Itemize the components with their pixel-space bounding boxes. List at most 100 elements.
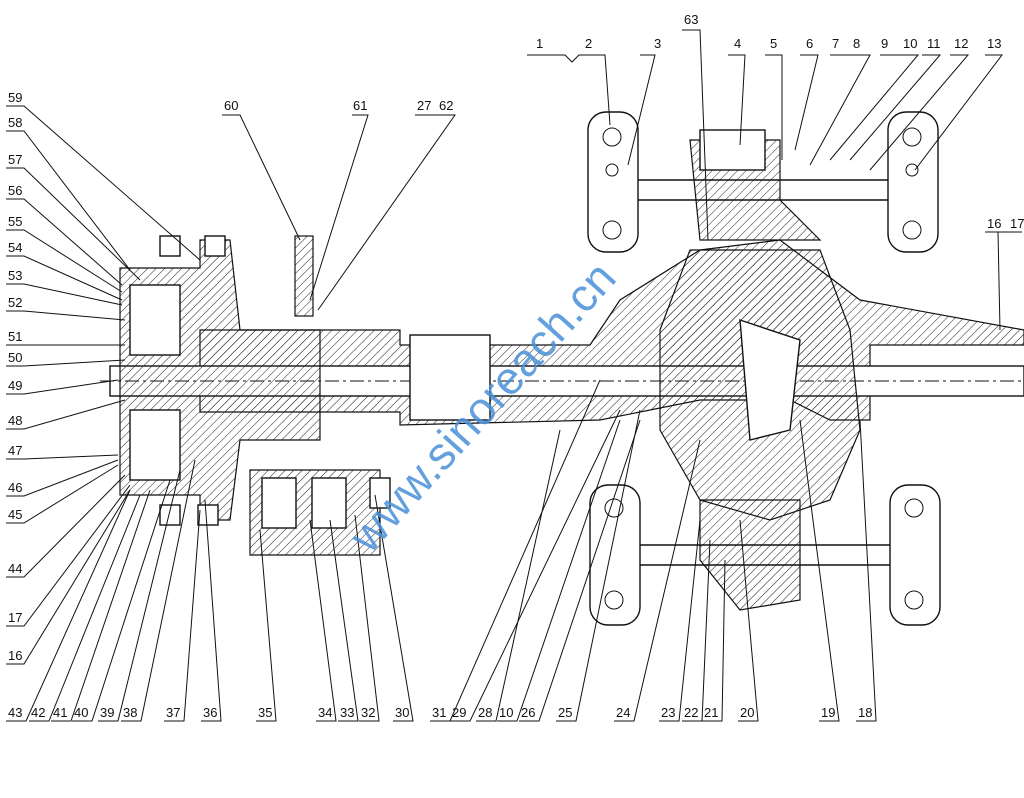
part-label: 26 [521, 705, 535, 720]
part-label: 12 [954, 36, 968, 51]
leader-line [29, 494, 141, 722]
leader-line [6, 359, 126, 367]
leader-line [856, 419, 877, 722]
leader-line [374, 494, 414, 722]
leader-line [354, 514, 380, 722]
leader-line [6, 229, 123, 293]
part-label: 52 [8, 295, 22, 310]
part-label: 5 [770, 36, 777, 51]
part-label: 53 [8, 268, 22, 283]
leader-line [659, 519, 701, 722]
wheel-hub [119, 235, 321, 526]
leader-line [6, 105, 201, 261]
part-label: 33 [340, 705, 354, 720]
leader-line [702, 559, 726, 722]
leader-line [6, 198, 123, 286]
leader-line [6, 255, 123, 301]
part-label: 10 [903, 36, 917, 51]
leader-line [614, 439, 701, 722]
part-label: 6 [806, 36, 813, 51]
brake-assembly [249, 469, 391, 556]
part-label: 47 [8, 443, 22, 458]
part-label: 4 [734, 36, 741, 51]
leader-line [6, 484, 131, 627]
part-label: 32 [361, 705, 375, 720]
part-label: 45 [8, 507, 22, 522]
part-label: 42 [31, 705, 45, 720]
leader-line [6, 283, 123, 306]
mounting-brackets [587, 111, 941, 626]
part-label: 35 [258, 705, 272, 720]
part-label: 13 [987, 36, 1001, 51]
leader-line [6, 379, 119, 395]
leader-line [6, 454, 119, 460]
leader-line [799, 419, 840, 722]
leader-line [98, 469, 181, 722]
part-label: 7 [832, 36, 839, 51]
part-label: 39 [100, 705, 114, 720]
part-label: 48 [8, 413, 22, 428]
part-label: 10 [499, 705, 513, 720]
part-label: 63 [684, 12, 698, 27]
part-label: 22 [684, 705, 698, 720]
part-label: 1 [536, 36, 543, 51]
part-label: 2 [585, 36, 592, 51]
part-label: 20 [740, 705, 754, 720]
leader-line [256, 529, 277, 722]
part-label: 31 [432, 705, 446, 720]
part-label: 18 [858, 705, 872, 720]
part-label: 43 [8, 705, 22, 720]
part-label: 58 [8, 115, 22, 130]
leader-line [6, 310, 126, 321]
leader-line [450, 409, 621, 722]
part-label: 38 [123, 705, 137, 720]
leader-line [6, 399, 126, 430]
part-label: 17 [1010, 216, 1024, 231]
part-label: 28 [478, 705, 492, 720]
leader-line [738, 519, 759, 722]
part-label: 25 [558, 705, 572, 720]
leader-line [6, 459, 119, 497]
part-label: 16 [8, 648, 22, 663]
part-label: 55 [8, 214, 22, 229]
leader-line [476, 429, 561, 722]
part-label: 62 [439, 98, 453, 113]
part-label: 36 [203, 705, 217, 720]
part-label: 3 [654, 36, 661, 51]
leader-lines [6, 29, 1022, 722]
leader-line [51, 489, 151, 722]
leader-line [6, 489, 131, 722]
leader-line [72, 479, 171, 722]
leader-line [6, 489, 131, 665]
part-label: 24 [616, 705, 630, 720]
part-label: 51 [8, 329, 22, 344]
leader-line [164, 509, 201, 722]
part-label: 19 [821, 705, 835, 720]
part-label: 17 [8, 610, 22, 625]
leader-line [556, 409, 641, 722]
part-label: 34 [318, 705, 332, 720]
top-labels: 1 2 3 63 4 5 6 7 8 9 10 11 12 13 60 61 2… [224, 12, 1024, 231]
part-label: 37 [166, 705, 180, 720]
part-label: 60 [224, 98, 238, 113]
leader-line [121, 459, 196, 722]
part-label: 16 [987, 216, 1001, 231]
part-label: 49 [8, 378, 22, 393]
part-label: 40 [74, 705, 88, 720]
leader-line [309, 519, 337, 722]
leader-line [6, 464, 119, 524]
leader-line [6, 130, 131, 271]
leader-line [497, 419, 621, 722]
differential [659, 129, 861, 611]
part-label: 9 [881, 36, 888, 51]
part-label: 27 [417, 98, 431, 113]
part-label: 46 [8, 480, 22, 495]
leader-line [519, 419, 641, 722]
part-label: 30 [395, 705, 409, 720]
part-label: 44 [8, 561, 22, 576]
leader-line [329, 519, 359, 722]
